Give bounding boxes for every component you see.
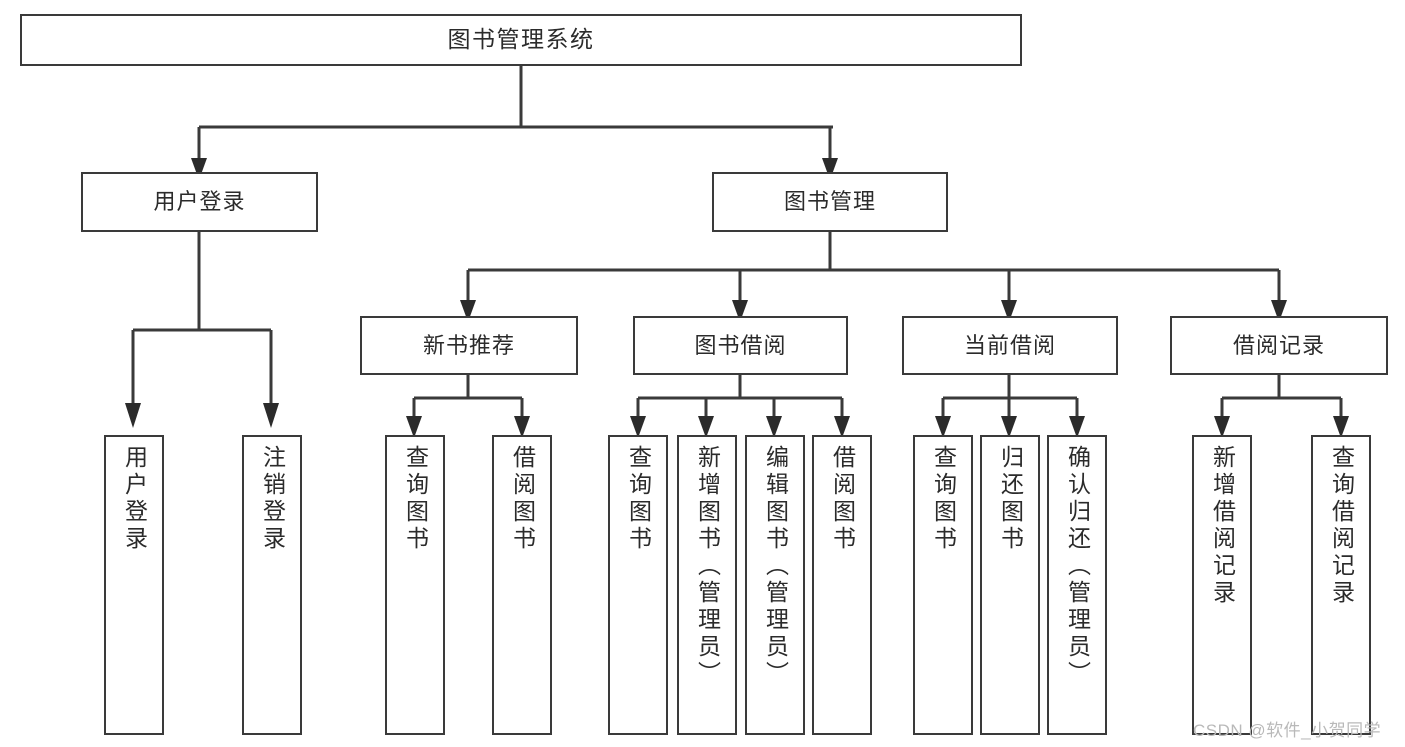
node-label: 查询图书 <box>625 445 652 553</box>
node-label: 图书管理系统 <box>447 26 595 53</box>
leaf-current-borrow-query[interactable]: 查询图书 <box>913 435 973 735</box>
arrow-ul-child-1 <box>125 403 141 428</box>
node-label: 确认归还（管理员） <box>1064 445 1091 688</box>
arrow-ul-child-2 <box>263 403 279 428</box>
node-label: 编辑图书（管理员） <box>762 445 789 688</box>
node-label: 查询借阅记录 <box>1328 445 1355 607</box>
node-book-borrow[interactable]: 图书借阅 <box>633 316 848 375</box>
node-label: 注销登录 <box>259 445 286 553</box>
leaf-new-book-query[interactable]: 查询图书 <box>385 435 445 735</box>
node-label: 查询图书 <box>930 445 957 553</box>
leaf-current-borrow-confirm-return[interactable]: 确认归还（管理员） <box>1047 435 1107 735</box>
node-label: 新增借阅记录 <box>1209 445 1236 607</box>
node-label: 新书推荐 <box>422 332 515 358</box>
leaf-book-borrow-add[interactable]: 新增图书（管理员） <box>677 435 737 735</box>
leaf-user-login-login[interactable]: 用户登录 <box>104 435 164 735</box>
node-label: 借阅图书 <box>829 445 856 553</box>
node-new-book-recommend[interactable]: 新书推荐 <box>360 316 578 375</box>
node-label: 查询图书 <box>402 445 429 553</box>
leaf-new-book-borrow[interactable]: 借阅图书 <box>492 435 552 735</box>
leaf-user-login-logout[interactable]: 注销登录 <box>242 435 302 735</box>
node-label: 归还图书 <box>997 445 1024 553</box>
leaf-borrow-record-query[interactable]: 查询借阅记录 <box>1311 435 1371 735</box>
node-label: 图书管理 <box>783 189 876 215</box>
leaf-book-borrow-borrow[interactable]: 借阅图书 <box>812 435 872 735</box>
node-label: 借阅记录 <box>1232 332 1325 358</box>
leaf-book-borrow-query[interactable]: 查询图书 <box>608 435 668 735</box>
node-borrow-record[interactable]: 借阅记录 <box>1170 316 1388 375</box>
node-book-management[interactable]: 图书管理 <box>712 172 948 232</box>
node-label: 用户登录 <box>121 445 148 553</box>
node-label: 借阅图书 <box>509 445 536 553</box>
node-label: 当前借阅 <box>963 332 1056 358</box>
node-label: 图书借阅 <box>694 332 787 358</box>
leaf-book-borrow-edit[interactable]: 编辑图书（管理员） <box>745 435 805 735</box>
node-root-book-management-system[interactable]: 图书管理系统 <box>20 14 1022 66</box>
node-label: 新增图书（管理员） <box>694 445 721 688</box>
node-current-borrow[interactable]: 当前借阅 <box>902 316 1118 375</box>
csdn-watermark: CSDN @软件_小贺同学 <box>1193 721 1382 740</box>
node-user-login[interactable]: 用户登录 <box>81 172 318 232</box>
leaf-current-borrow-return[interactable]: 归还图书 <box>980 435 1040 735</box>
leaf-borrow-record-add[interactable]: 新增借阅记录 <box>1192 435 1252 735</box>
node-label: 用户登录 <box>153 189 246 215</box>
